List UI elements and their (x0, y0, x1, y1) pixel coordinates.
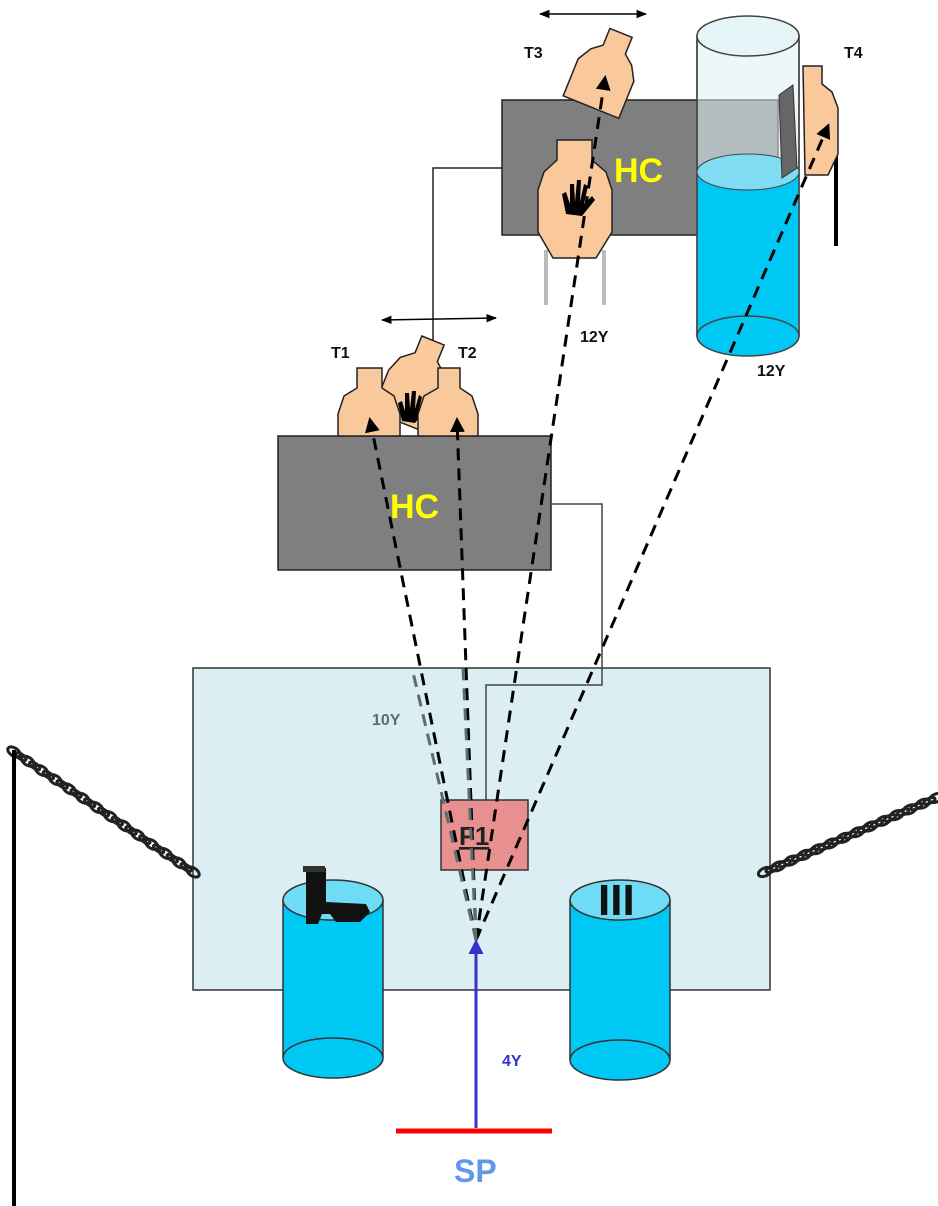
target-t4 (802, 65, 839, 176)
distance-label: 10Y (372, 712, 401, 729)
double-arrow-icon (380, 313, 498, 325)
chain-link (102, 809, 119, 824)
chain-link (185, 865, 201, 879)
activator-wire-lower (485, 503, 603, 805)
chain-link (28, 760, 42, 772)
chain-link (151, 843, 166, 855)
chain-icon (6, 745, 201, 879)
target-t2-label: T2 (458, 345, 477, 362)
chain-link (116, 819, 132, 833)
shot-lines-gray (410, 667, 478, 941)
distance-label: 12Y (757, 363, 786, 380)
target-t1-label: T1 (331, 345, 350, 362)
fault-line-label: F1 (459, 821, 489, 851)
chain-link (55, 778, 69, 790)
barrel-marks: III (598, 876, 635, 925)
target-t1 (337, 367, 401, 437)
target-t3-swinger (562, 27, 635, 120)
chain-link (96, 806, 111, 818)
chain-link (143, 837, 160, 851)
activator-wire-upper (432, 167, 502, 345)
chain-link (124, 825, 138, 836)
target-t4-side (778, 84, 798, 179)
barrel-right (569, 879, 671, 1081)
chain-link (6, 745, 22, 759)
chain-link (69, 788, 83, 799)
chain-link (33, 763, 50, 778)
hard-cover-lower (277, 435, 552, 571)
hard-cover-lower-label: HC (390, 488, 439, 526)
chain-link (138, 834, 152, 846)
hard-cover-upper-label: HC (614, 152, 663, 190)
start-position-label: SP (454, 1153, 497, 1189)
chain-link (130, 828, 146, 842)
chain-link (20, 754, 36, 768)
chain-link (61, 782, 77, 796)
chain-link (165, 852, 179, 864)
chain-link (75, 791, 91, 805)
barrel-left (282, 879, 384, 1079)
distance-label: 12Y (580, 329, 609, 346)
chain-link (157, 846, 174, 861)
chain-link (88, 800, 105, 815)
chain-link (47, 773, 64, 787)
target-t3-label: T3 (524, 45, 543, 62)
chain-link (110, 815, 124, 827)
chain-icon (756, 791, 938, 879)
chain-link (179, 861, 193, 873)
chain-link (171, 856, 187, 870)
barrel-upper (696, 15, 800, 357)
pistol-icon (303, 866, 370, 924)
chain-link (41, 769, 56, 781)
chain-link (83, 797, 97, 809)
distance-label: 4Y (502, 1053, 522, 1070)
target-t4-label: T4 (844, 45, 863, 62)
